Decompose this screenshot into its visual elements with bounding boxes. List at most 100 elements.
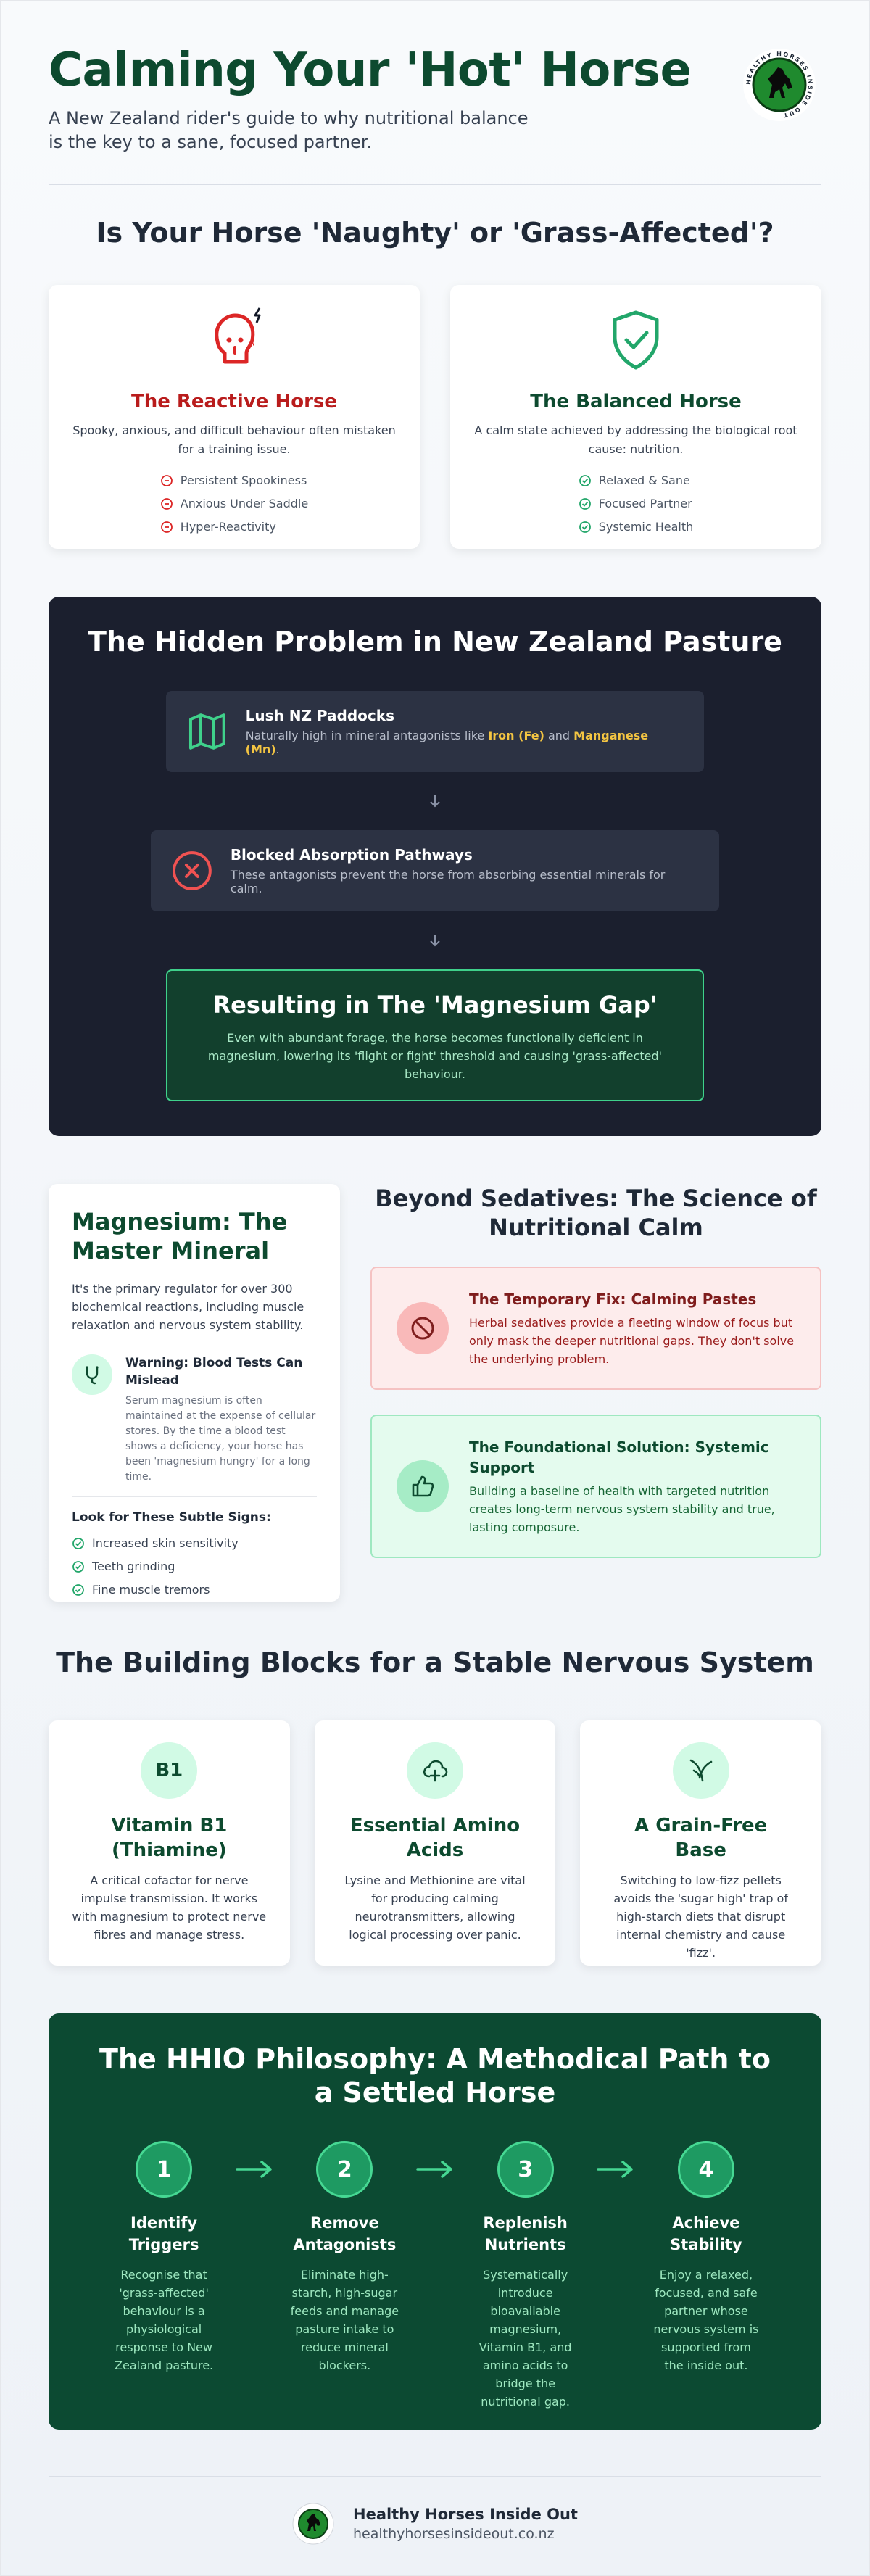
cloud-plus-icon bbox=[407, 1742, 463, 1799]
blocked-absorption-step: Blocked Absorption Pathways These antago… bbox=[151, 830, 719, 911]
balanced-traits-list: Relaxed & Sane Focused Partner Systemic … bbox=[579, 469, 694, 539]
philosophy-panel: The HHIO Philosophy: A Methodical Path t… bbox=[49, 2013, 821, 2430]
block-heading: A Grain-Free Base bbox=[634, 1815, 768, 1861]
blocked-heading: Blocked Absorption Pathways bbox=[230, 846, 473, 864]
block-text: Lysine and Methionine are vital for prod… bbox=[344, 1873, 526, 1942]
trait-label: Anxious Under Saddle bbox=[180, 497, 309, 510]
map-icon bbox=[188, 713, 225, 750]
header: Calming Your 'Hot' Horse A New Zealand r… bbox=[49, 1, 821, 185]
hidden-problem-title: The Hidden Problem in New Zealand Pastur… bbox=[88, 626, 782, 658]
building-blocks-cards: B1 Vitamin B1 (Thiamine) A critical cofa… bbox=[49, 1720, 822, 1966]
step-achieve: 4 Achieve Stability Enjoy a relaxed, foc… bbox=[640, 2141, 772, 2374]
warning-text: Serum magnesium is often maintained at t… bbox=[125, 1395, 316, 1483]
arrow-right-icon bbox=[597, 2161, 634, 2178]
step-text: Enjoy a relaxed, focused, and safe partn… bbox=[653, 2268, 759, 2372]
magnesium-heading: Magnesium: The Master Mineral bbox=[72, 1208, 288, 1264]
check-circle-icon bbox=[72, 1584, 84, 1596]
check-circle-icon bbox=[579, 498, 591, 510]
step-identify: 1 Identify Triggers Recognise that 'gras… bbox=[98, 2141, 230, 2374]
list-item: Systemic Health bbox=[579, 515, 694, 539]
balanced-horse-card: The Balanced Horse A calm state achieved… bbox=[450, 285, 821, 549]
philosophy-title: The HHIO Philosophy: A Methodical Path t… bbox=[99, 2043, 771, 2108]
thumbs-up-icon bbox=[397, 1460, 449, 1512]
check-circle-icon bbox=[579, 475, 591, 486]
reactive-horse-card: The Reactive Horse Spooky, anxious, and … bbox=[49, 285, 420, 549]
sign-label: Increased skin sensitivity bbox=[92, 1536, 239, 1550]
footer-url[interactable]: healthyhorsesinsideout.co.nz bbox=[353, 2526, 555, 2542]
magnesium-card: Magnesium: The Master Mineral It's the p… bbox=[49, 1184, 340, 1602]
page-title: Calming Your 'Hot' Horse bbox=[49, 44, 692, 97]
temporary-fix-heading: The Temporary Fix: Calming Pastes bbox=[469, 1290, 757, 1308]
arrow-down-icon bbox=[430, 935, 440, 947]
balanced-description: A calm state achieved by addressing the … bbox=[474, 423, 798, 456]
signs-heading: Look for These Subtle Signs: bbox=[72, 1510, 271, 1525]
manganese-highlight: Manganese (Mn) bbox=[245, 729, 649, 756]
list-item: Fine muscle tremors bbox=[72, 1578, 317, 1602]
step-remove: 2 Remove Antagonists Eliminate high-star… bbox=[278, 2141, 410, 2374]
magnesium-intro: It's the primary regulator for over 300 … bbox=[72, 1282, 304, 1332]
step-replenish: 3 Replenish Nutrients Systematically int… bbox=[460, 2141, 592, 2411]
flow-arrow bbox=[49, 911, 821, 969]
trait-label: Hyper-Reactivity bbox=[180, 520, 276, 534]
step-text: Systematically introduce bioavailable ma… bbox=[478, 2268, 572, 2409]
stressed-head-icon bbox=[215, 307, 261, 364]
signs-list: Increased skin sensitivity Teeth grindin… bbox=[72, 1532, 317, 1602]
step-arrow bbox=[410, 2158, 459, 2180]
trait-label: Persistent Spookiness bbox=[180, 473, 307, 487]
check-circle-icon bbox=[579, 521, 591, 533]
sign-label: Teeth grinding bbox=[92, 1560, 175, 1573]
reactive-heading: The Reactive Horse bbox=[130, 391, 338, 413]
wheat-icon bbox=[672, 1742, 729, 1799]
step-heading: Identify Triggers bbox=[128, 2214, 199, 2253]
step-heading: Remove Antagonists bbox=[293, 2214, 397, 2253]
alert-circle-icon bbox=[160, 521, 173, 533]
arrow-right-icon bbox=[416, 2161, 452, 2178]
temporary-fix-card: The Temporary Fix: Calming Pastes Herbal… bbox=[370, 1267, 821, 1390]
shield-check-icon bbox=[613, 310, 659, 370]
foundational-text: Building a baseline of health with targe… bbox=[469, 1483, 775, 1534]
paddocks-heading: Lush NZ Paddocks bbox=[245, 707, 394, 724]
block-heading: Essential Amino Acids bbox=[349, 1815, 521, 1861]
grain-free-card: A Grain-Free Base Switching to low-fizz … bbox=[580, 1720, 822, 1966]
blocked-text: These antagonists prevent the horse from… bbox=[230, 868, 666, 895]
reactive-description: Spooky, anxious, and difficult behaviour… bbox=[72, 423, 396, 456]
step-text: Eliminate high-starch, high-sugar feeds … bbox=[290, 2268, 399, 2372]
check-circle-icon bbox=[72, 1538, 84, 1549]
warning-heading: Warning: Blood Tests Can Mislead bbox=[125, 1356, 303, 1388]
step-arrow bbox=[592, 2158, 640, 2180]
brand-logo: HEALTHY HORSES INSIDE OUT bbox=[743, 49, 816, 121]
page-subtitle: A New Zealand rider's guide to why nutri… bbox=[49, 108, 529, 152]
sign-label: Fine muscle tremors bbox=[92, 1583, 210, 1596]
arrow-right-icon bbox=[235, 2161, 272, 2178]
reactive-traits-list: Persistent Spookiness Anxious Under Sadd… bbox=[160, 469, 308, 539]
step-heading: Replenish Nutrients bbox=[483, 2214, 568, 2253]
block-heading: Vitamin B1 (Thiamine) bbox=[111, 1815, 228, 1861]
block-text: Switching to low-fizz pellets avoids the… bbox=[613, 1873, 788, 1960]
b1-icon: B1 bbox=[141, 1742, 198, 1799]
alert-circle-icon bbox=[160, 475, 173, 486]
step-heading: Achieve Stability bbox=[670, 2214, 742, 2253]
magnesium-gap-heading: Resulting in The 'Magnesium Gap' bbox=[212, 991, 658, 1019]
building-blocks-title: The Building Blocks for a Stable Nervous… bbox=[56, 1647, 814, 1678]
list-item: Relaxed & Sane bbox=[579, 469, 694, 492]
balanced-heading: The Balanced Horse bbox=[530, 391, 742, 413]
trait-label: Focused Partner bbox=[598, 497, 692, 510]
beyond-sedatives-column: Beyond Sedatives: The Science of Nutriti… bbox=[370, 1184, 821, 1602]
stethoscope-icon bbox=[72, 1354, 112, 1395]
arrow-down-icon bbox=[430, 795, 440, 808]
iron-highlight: Iron (Fe) bbox=[488, 729, 544, 742]
block-text: A critical cofactor for nerve impulse tr… bbox=[72, 1873, 267, 1942]
list-item: Teeth grinding bbox=[72, 1555, 317, 1578]
list-item: Persistent Spookiness bbox=[160, 469, 308, 492]
paddocks-step: Lush NZ Paddocks Naturally high in miner… bbox=[166, 691, 704, 772]
list-item: Focused Partner bbox=[579, 492, 694, 515]
comparison-title: Is Your Horse 'Naughty' or 'Grass-Affect… bbox=[96, 217, 774, 249]
ban-icon bbox=[397, 1302, 449, 1354]
list-item: Hyper-Reactivity bbox=[160, 515, 308, 539]
x-circle-icon bbox=[172, 851, 212, 890]
footer-brand: Healthy Horses Inside Out bbox=[353, 2506, 578, 2523]
trait-label: Systemic Health bbox=[598, 520, 694, 534]
magnesium-gap-box: Resulting in The 'Magnesium Gap' Even wi… bbox=[166, 969, 704, 1101]
comparison-cards: The Reactive Horse Spooky, anxious, and … bbox=[49, 285, 821, 549]
